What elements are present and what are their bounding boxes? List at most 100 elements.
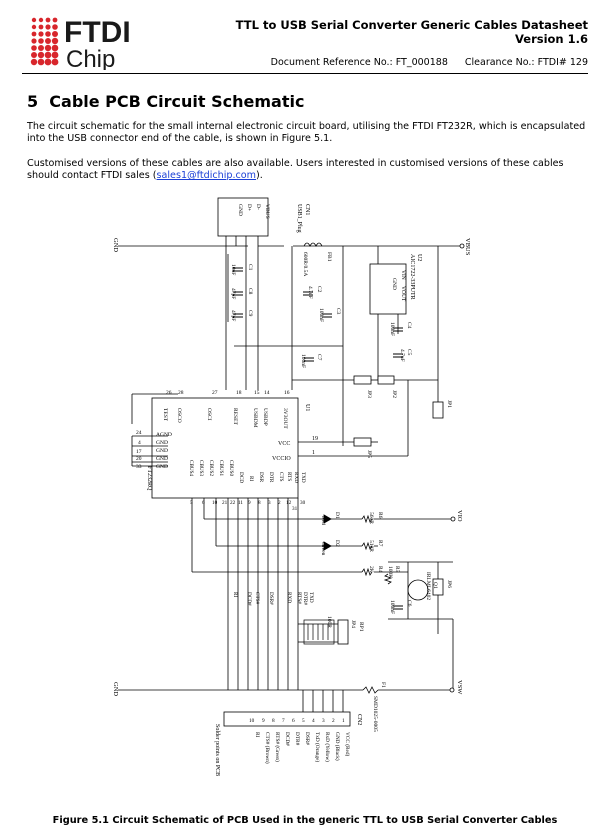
u1-pin-cts: CTS (278, 472, 284, 482)
u1-pin-osco: OSCO (176, 408, 182, 423)
cn2-pin-8: RTS# (Green) (274, 732, 281, 762)
u1-pin-gnd-4: GND (156, 440, 168, 446)
rp1-sig-txd: TXD (308, 592, 314, 603)
jp4-label: JP4 (350, 620, 356, 628)
c9-ref: C9 (247, 310, 253, 317)
sales-email-link[interactable]: sales1@ftdichip.com (156, 170, 257, 182)
u1-pin-rts: RTS (286, 472, 292, 481)
r5-ref: R5 (394, 566, 400, 573)
c5-value: 4.7uF (399, 349, 405, 362)
r6-ref: R6 (377, 512, 383, 519)
document-reference: Document Reference No.: FT_000188 (270, 57, 448, 68)
u1-pin-dtr: DTR (268, 472, 274, 483)
r5-value: 100K (387, 566, 393, 578)
document-title: TTL to USB Serial Converter Generic Cabl… (235, 18, 588, 32)
u1-pin-num-22: 22 (230, 500, 236, 506)
u1-pin-num-31: 31 (292, 506, 298, 512)
u1-pin-num-19: 19 (312, 436, 318, 442)
gnd-label-bottom: GND (112, 682, 119, 696)
cn2-pin-num-6: 6 (292, 718, 295, 724)
u1-pin-cbus3: CBUS3 (198, 460, 204, 477)
gnd-label-top: GND (112, 238, 119, 252)
rp1-ref: RP1 (358, 622, 364, 632)
u1-pin-num-11: 11 (238, 500, 243, 506)
f1-ref: F1 (380, 682, 386, 688)
u1-pin-gnd-20: GND (156, 456, 168, 462)
u2-ref: U2 (416, 254, 422, 261)
u1-ref: U1 (304, 404, 310, 411)
u1-pin-num-24: 24 (136, 430, 142, 436)
cn2-pin-num-3: 3 (322, 718, 325, 724)
cn2-pin-num-8: 8 (272, 718, 275, 724)
c3-value: 100nF (318, 308, 324, 322)
logo-word-chip: Chip (66, 46, 115, 70)
u1-pin-num-16: 16 (284, 390, 290, 396)
rp1-sig-dcd: DCD# (246, 592, 252, 606)
d1-ref: D1 (334, 512, 340, 519)
rp1-sig-dsr: DSR# (268, 592, 274, 605)
u1-pin-num-2: 2 (278, 500, 281, 506)
jp6-symbol (432, 578, 444, 596)
u1-pin-num-26: 26 (166, 390, 172, 396)
d1-color: Red (320, 516, 326, 525)
intro-paragraph: The circuit schematic for the small inte… (27, 121, 586, 145)
cn1-pin-gnd: GND (237, 204, 243, 216)
r4-ref: R4 (377, 566, 383, 573)
u1-bottom-pins: 5 CBUS4 6 CBUS3 10 CBUS2 21 CBUS1 22 CBU… (188, 460, 306, 512)
cn2-pin-5: DSR# (304, 732, 310, 745)
logo-word-ftdi: FTDI (64, 16, 131, 49)
customised-text-end: ). (256, 170, 263, 182)
r4-value: 2K (368, 566, 374, 573)
document-version: Version 1.6 (515, 32, 588, 46)
f1-name: SMD1025-0005 (372, 696, 378, 732)
u1-pin-txd: TXD (300, 472, 306, 483)
c8-value: 47pF (230, 288, 236, 299)
fb1-ref: FB1 (326, 252, 332, 262)
r6-symbol (361, 514, 373, 524)
u1-pin-ri: RI (248, 476, 254, 481)
led-symbols (323, 514, 332, 551)
cn2-pin-num-4: 4 (312, 718, 315, 724)
clearance-number: Clearance No.: FTDI# 129 (464, 57, 588, 68)
u1-pin-num-30: 30 (300, 500, 306, 506)
r5-symbol (383, 573, 393, 585)
u1-pin-num-27: 27 (212, 390, 218, 396)
u1-pin-usbdp: USBDP (262, 408, 268, 426)
u1-pin-num-12: 12 (286, 500, 292, 506)
rp1-sig-ri: RI (232, 592, 238, 597)
reference-line: Document Reference No.: FT_000188 Cleara… (257, 57, 588, 68)
u1-pin-num-20: 20 (136, 456, 142, 462)
logo-dot-grid (30, 17, 59, 66)
vsw-terminal (449, 687, 455, 693)
header-divider (22, 73, 588, 74)
jp5-symbol (353, 437, 372, 447)
u1-pin-num-6: 6 (202, 500, 205, 506)
u1-pin-num-14: 14 (264, 390, 270, 396)
cn2-pin-10: RI (254, 732, 260, 738)
jp2-label: JP2 (391, 390, 397, 398)
cn2-pin-9: CTS# (Brown) (264, 732, 271, 764)
cn2-connector (223, 711, 351, 727)
c6-ref: C6 (406, 600, 412, 607)
fb1-value: 600R/0.5A (302, 252, 308, 276)
d2-led-symbol (323, 541, 332, 551)
c1-ref: C1 (247, 264, 253, 271)
q1-name: IRLML6402 (425, 572, 431, 600)
vbus-terminal (459, 243, 465, 249)
u1-pin-num-4: 4 (138, 440, 141, 446)
u1-pin-rxd: RXD (293, 472, 299, 483)
rp1-sig-rxd: RXD (286, 592, 292, 603)
u1-pin-agnd: AGND (156, 432, 172, 438)
customised-paragraph: Customised versions of these cables are … (27, 158, 587, 182)
u1-pin-num-5: 5 (190, 500, 193, 506)
section-number: 5 (27, 92, 39, 111)
cn2-ref: CN2 (356, 714, 362, 725)
vbus-label: VBUS (464, 238, 471, 256)
cn2-pin-num-7: 7 (282, 718, 285, 724)
jp6-label: JP6 (446, 580, 452, 588)
jp2-symbol (377, 375, 395, 385)
c9-value: 47pF (230, 310, 236, 321)
cn2-pin-4: TxD (Orange) (314, 732, 321, 762)
jp1-label: JP1 (446, 400, 452, 408)
fb1-inductor (303, 242, 323, 247)
